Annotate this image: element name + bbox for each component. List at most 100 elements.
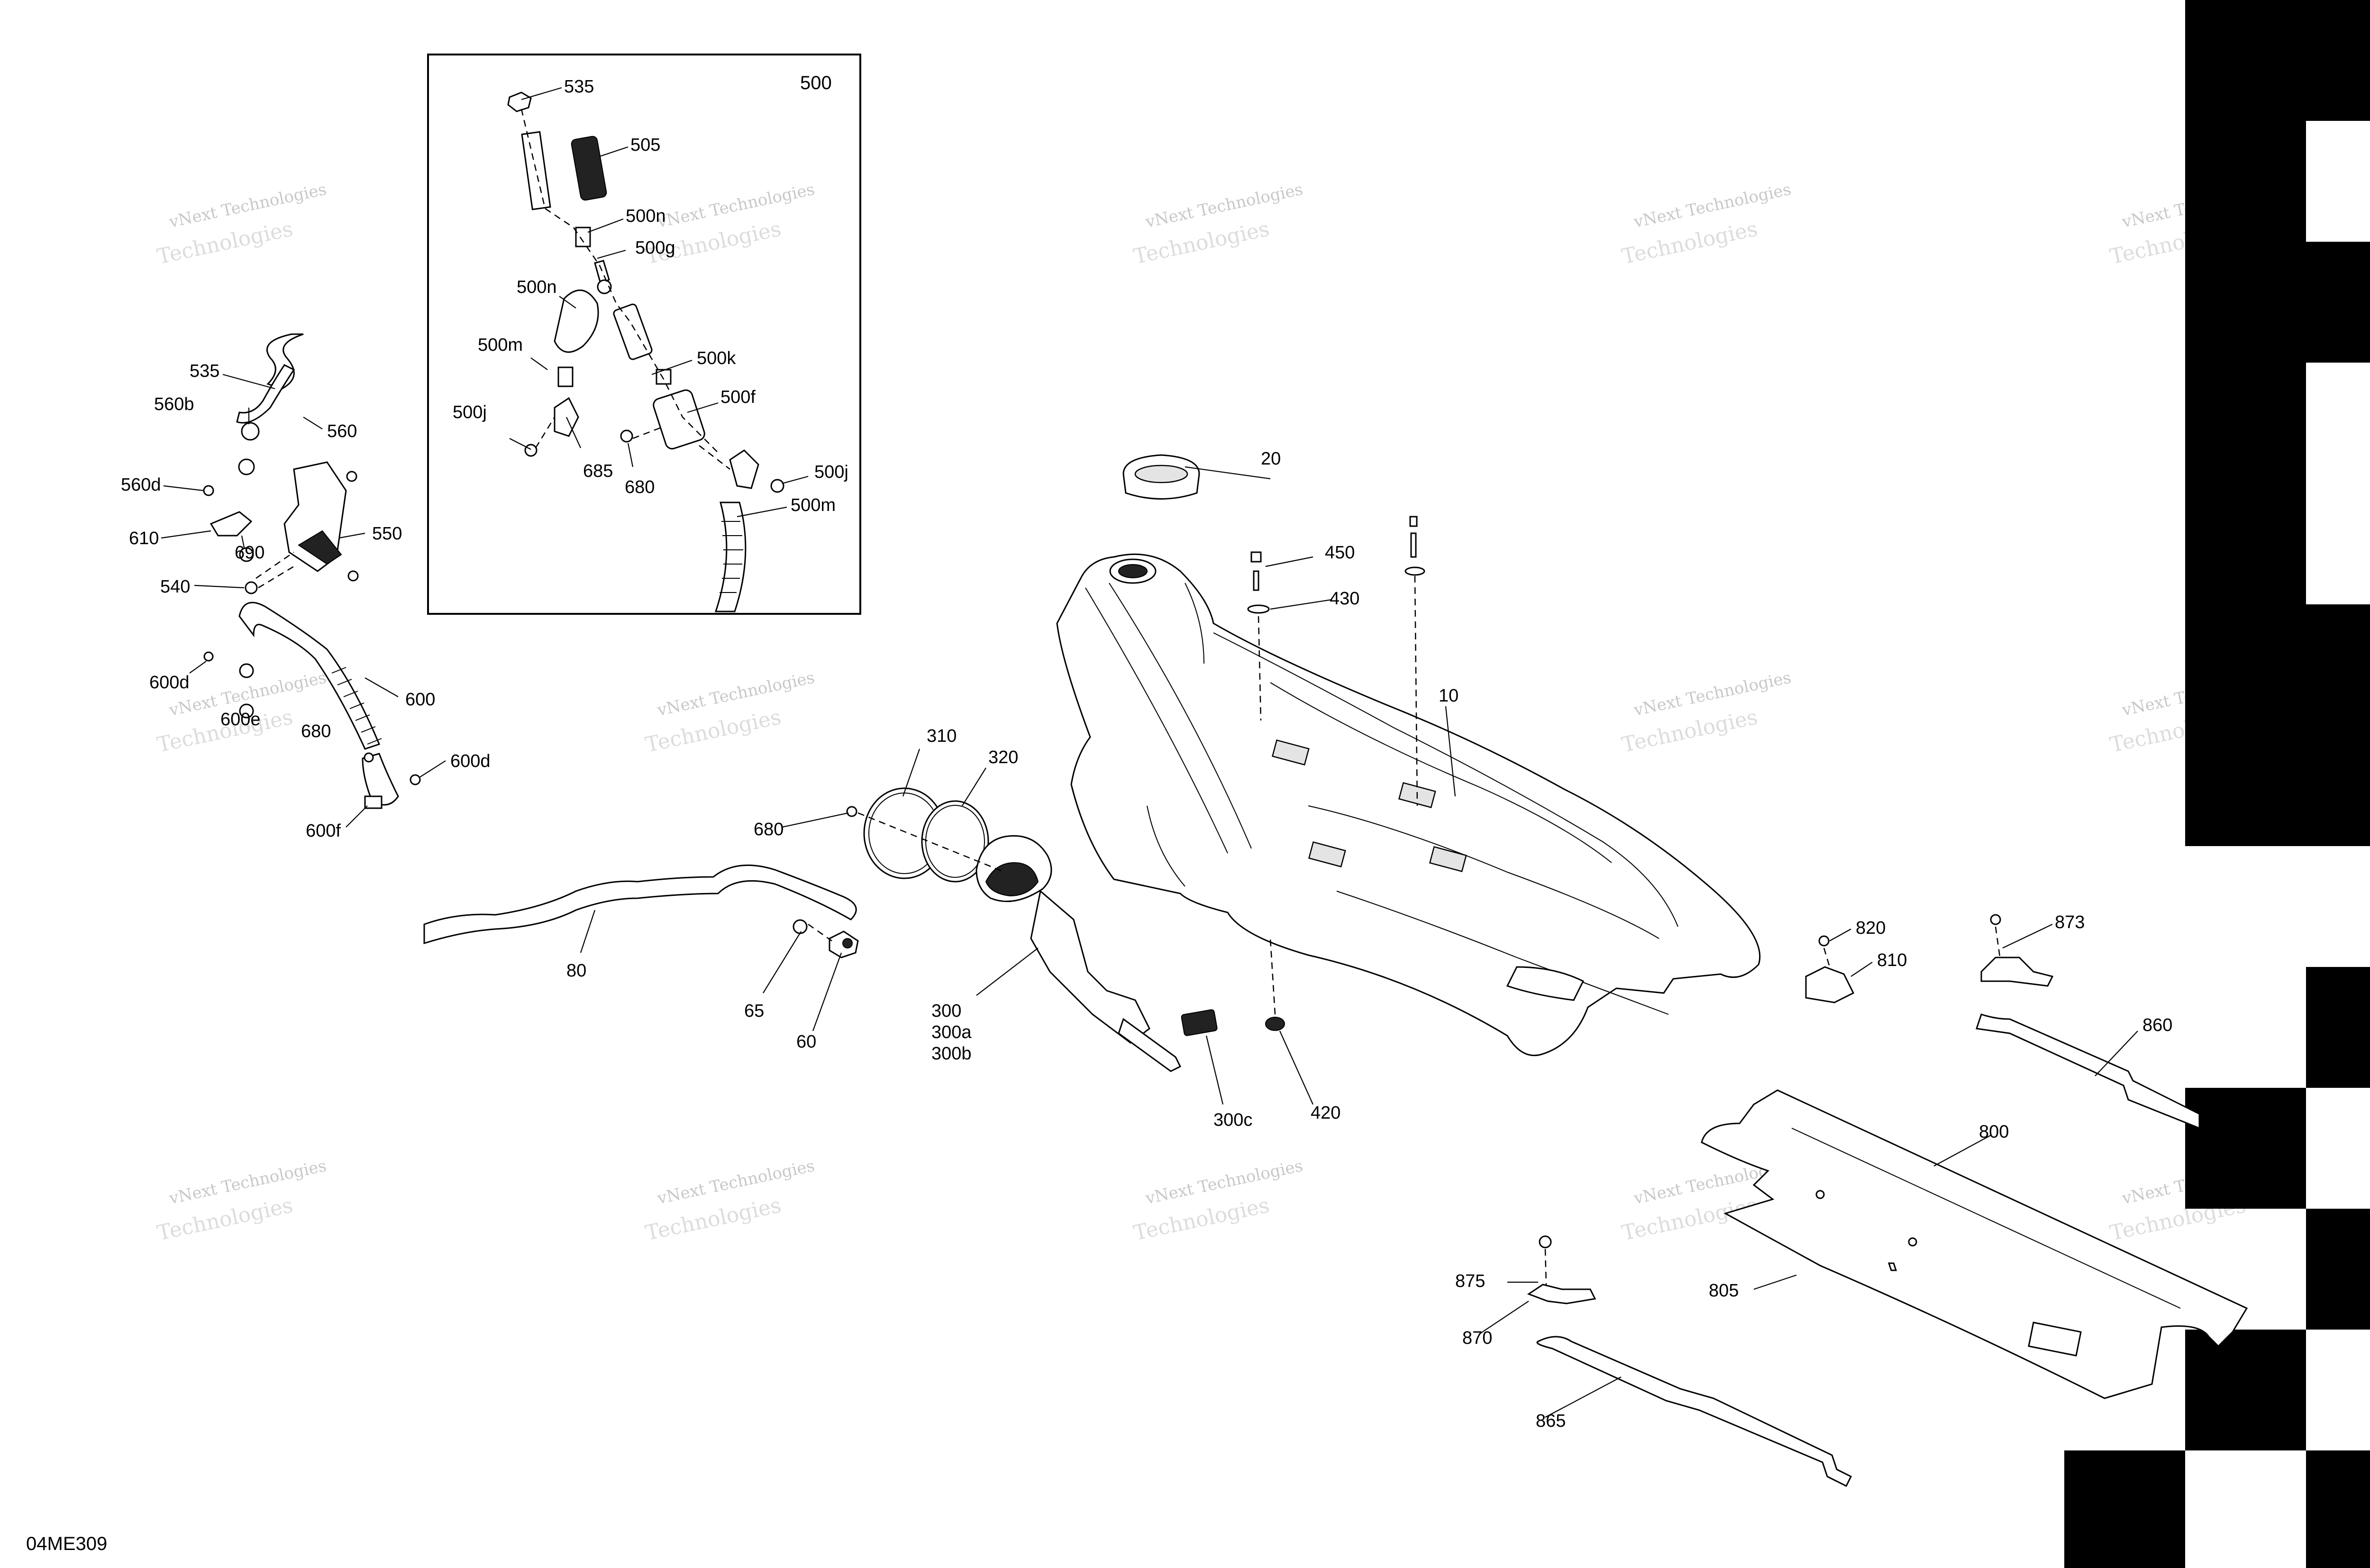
tank-recess-part (1506, 966, 1585, 1001)
callout-300b: 300b (931, 1044, 972, 1064)
tee-fitting-part (729, 449, 759, 489)
washer-part (1404, 566, 1425, 576)
watermark-text: vNext Technologies (167, 180, 328, 232)
screw-part (346, 471, 357, 482)
pump-pickup-part (1118, 1018, 1182, 1072)
pump-body-part (1030, 890, 1150, 1044)
clamp-part (239, 663, 254, 678)
callout-680: 680 (625, 477, 655, 497)
callout-600f: 600f (306, 821, 341, 841)
diagram-reference-code: 04ME309 (26, 1533, 107, 1554)
fuel-tank-assembly: 20 450 430 10 420 (1056, 449, 1761, 1123)
callout-500n: 500n (517, 277, 557, 297)
callout-500k: 500k (697, 348, 736, 368)
callout-500m: 500m (478, 335, 523, 355)
watermark-text: vNext Technologies (167, 1156, 328, 1208)
vent-hose-part (266, 333, 304, 390)
vent-hose-part (236, 364, 295, 424)
inset-title: 500 (800, 73, 832, 93)
fuel-line-part (423, 864, 857, 945)
screw-part (347, 570, 359, 582)
watermark-text: vNext Technologies (1144, 1156, 1305, 1208)
screw-part (364, 752, 374, 763)
gasket-inner (925, 805, 985, 878)
fuel-tank-part (1056, 553, 1761, 1057)
watermark-text: vNext Technologies (656, 1156, 817, 1208)
watermark-text: vNext Technologies (1144, 180, 1305, 232)
screw-head-part (1250, 551, 1262, 563)
callout-310: 310 (927, 726, 957, 746)
callout-420: 420 (1311, 1103, 1340, 1123)
clamp-part (239, 703, 254, 719)
heat-shield-hole (1908, 1237, 1917, 1247)
callout-560: 560 (327, 421, 357, 441)
callout-600: 600 (405, 690, 435, 710)
callout-20: 20 (1261, 449, 1281, 469)
hose-section-part (613, 303, 653, 360)
callout-505: 505 (630, 135, 660, 155)
support-bracket-part (1536, 1336, 1852, 1487)
callout-65: 65 (744, 1001, 764, 1021)
callout-690: 690 (235, 543, 264, 563)
callout-60: 60 (796, 1032, 816, 1052)
watermark-text: vNext Technologies (656, 180, 817, 232)
clamp-part (364, 795, 383, 809)
callout-500m: 500m (791, 495, 836, 515)
callout-500j: 500j (453, 402, 487, 422)
checkerboard-border (2064, 0, 2370, 1568)
callout-550: 550 (372, 524, 402, 544)
heat-shield-cutout (2028, 1322, 2082, 1357)
callout-540: 540 (160, 577, 190, 597)
tank-boss-part (1272, 739, 1310, 766)
callout-810: 810 (1877, 950, 1907, 970)
callout-600e: 600e (220, 710, 261, 729)
callout-300a: 300a (931, 1022, 972, 1042)
clamp-part (557, 366, 574, 387)
callout-500f: 500f (720, 387, 756, 407)
clip-part (770, 479, 784, 493)
heat-shield-part (1701, 1089, 2248, 1399)
fuel-cap-top (1134, 465, 1188, 483)
callout-860: 860 (2142, 1015, 2172, 1035)
watermark-text: vNext Technologies (656, 668, 817, 720)
callout-610: 610 (129, 529, 159, 548)
callout-870: 870 (1462, 1328, 1492, 1348)
watermark-text: vNext Technologies (1632, 180, 1793, 232)
screw-part (203, 485, 214, 496)
callout-600d: 600d (149, 673, 190, 693)
screw-head-part (1409, 516, 1418, 527)
gasket-part (921, 800, 989, 883)
return-hose-part (238, 602, 381, 750)
callout-800: 800 (1979, 1122, 2009, 1142)
fitting-part (238, 458, 255, 475)
screw-part (620, 429, 633, 443)
clamp-part (241, 422, 260, 441)
hose-elbow-part (554, 289, 599, 353)
callout-820: 820 (1856, 918, 1886, 938)
callout-10: 10 (1439, 686, 1458, 706)
callout-500n: 500n (626, 206, 666, 226)
callout-300: 300 (931, 1001, 961, 1021)
callout-680: 680 (301, 721, 331, 741)
heat-shield-edge (1791, 1128, 2181, 1309)
callout-560d: 560d (121, 475, 161, 495)
clamp-part (507, 91, 532, 112)
fuel-filter-part (653, 389, 705, 450)
screw-shank-part (1410, 532, 1417, 558)
callout-450: 450 (1325, 543, 1355, 563)
clip-part (524, 444, 538, 457)
clamp-part (575, 227, 591, 247)
callout-535: 535 (564, 77, 594, 97)
callout-865: 865 (1536, 1411, 1566, 1431)
callout-805: 805 (1709, 1281, 1739, 1301)
corrugated-hose-part (714, 501, 747, 612)
quick-connect-part (842, 938, 853, 948)
callout-560b: 560b (154, 394, 194, 414)
heat-shield-hole (1815, 1190, 1825, 1199)
screw-part (239, 547, 254, 562)
clip-part (410, 774, 421, 785)
pump-top-part (985, 862, 1039, 897)
screw-part (1539, 1235, 1552, 1249)
screw-part (1990, 914, 2001, 925)
